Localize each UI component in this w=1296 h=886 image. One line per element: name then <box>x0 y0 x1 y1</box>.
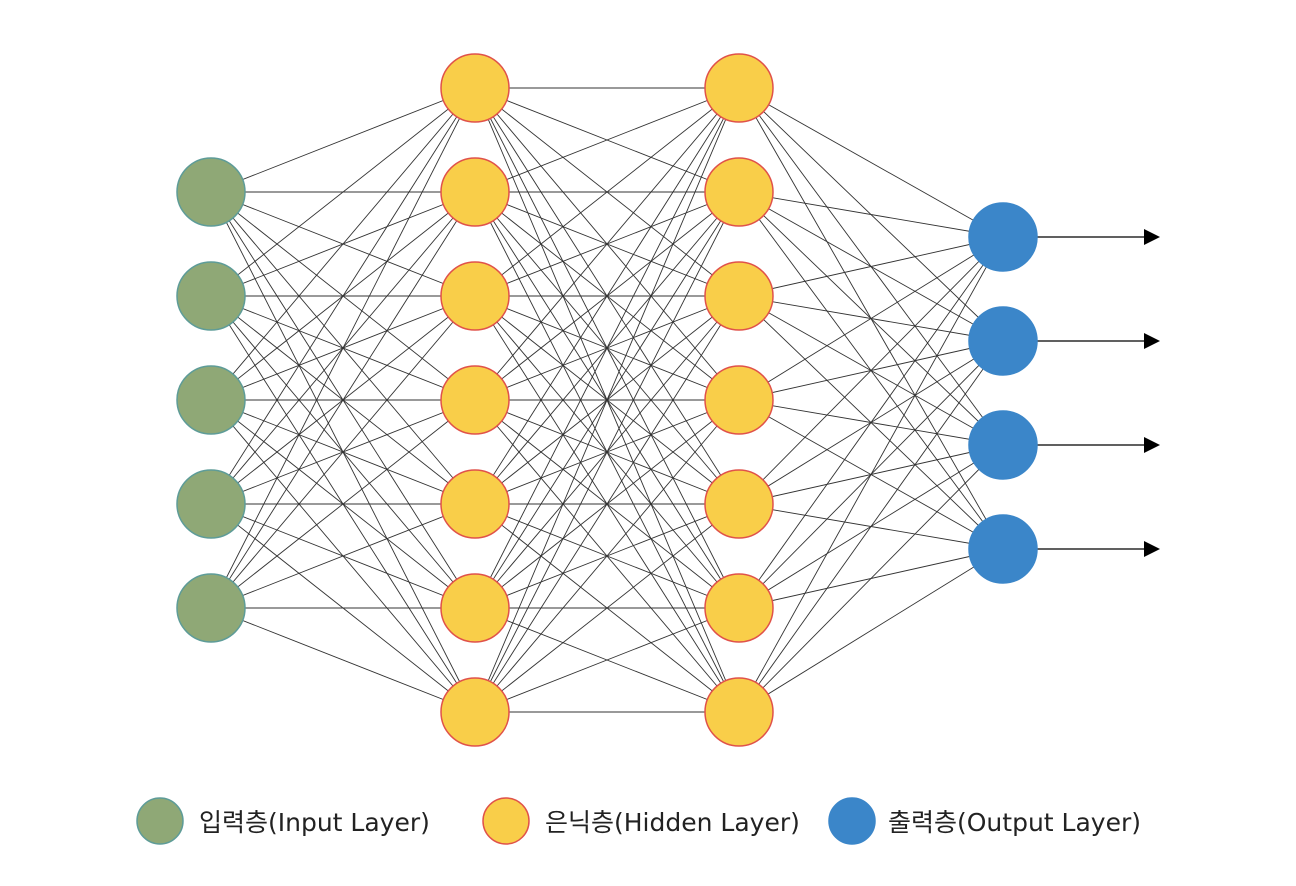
connection-line <box>474 607 740 713</box>
connection-line <box>474 191 740 713</box>
connection-line <box>474 295 740 713</box>
hidden1-node <box>440 53 510 123</box>
arrowhead-icon <box>1144 541 1160 557</box>
arrowhead-icon <box>1144 229 1160 245</box>
connection-line <box>210 87 476 401</box>
connection-line <box>210 191 476 609</box>
input-node <box>176 469 246 539</box>
connection-line <box>738 236 1004 713</box>
connection-line <box>474 503 740 713</box>
connection-line <box>738 236 1004 401</box>
hidden2-node <box>704 573 774 643</box>
connection-line <box>738 548 1004 713</box>
connections <box>210 87 1004 713</box>
output-node <box>968 410 1038 480</box>
connection-line <box>210 87 476 505</box>
connection-line <box>474 399 740 713</box>
hidden2-node <box>704 469 774 539</box>
legend-label-output: 출력층(Output Layer) <box>888 808 1141 837</box>
connection-line <box>474 87 740 193</box>
input-node <box>176 261 246 331</box>
connection-line <box>738 236 1004 505</box>
input-node <box>176 157 246 227</box>
connection-line <box>738 236 1004 609</box>
connection-line <box>210 87 476 193</box>
legend-swatch-output <box>828 797 876 845</box>
legend-item-hidden: 은닉층(Hidden Layer) <box>482 797 800 845</box>
connection-line <box>738 87 1004 238</box>
output-node <box>968 202 1038 272</box>
input-node <box>176 365 246 435</box>
connection-line <box>210 503 476 609</box>
legend-label-input: 입력층(Input Layer) <box>199 808 430 837</box>
connection-line <box>210 87 476 609</box>
input-node <box>176 573 246 643</box>
connection-line <box>738 236 1004 297</box>
connection-line <box>738 191 1004 238</box>
legend: 입력층(Input Layer) 은닉층(Hidden Layer) 출력층(O… <box>136 797 1141 845</box>
legend-item-output: 출력층(Output Layer) <box>828 797 1141 845</box>
output-node <box>968 306 1038 376</box>
connection-line <box>474 87 740 297</box>
connection-line <box>474 87 740 713</box>
hidden2-node <box>704 157 774 227</box>
connection-line <box>210 607 476 713</box>
connection-line <box>210 399 476 609</box>
hidden1-node <box>440 365 510 435</box>
hidden1-node <box>440 261 510 331</box>
hidden1-node <box>440 469 510 539</box>
connection-line <box>738 444 1004 713</box>
legend-swatch-input <box>136 797 184 845</box>
connection-line <box>474 87 740 609</box>
connection-line <box>474 87 740 505</box>
hidden2-node <box>704 53 774 123</box>
output-node <box>968 514 1038 584</box>
arrowhead-icon <box>1144 437 1160 453</box>
hidden2-node <box>704 261 774 331</box>
legend-swatch-hidden <box>482 797 530 845</box>
hidden1-node <box>440 157 510 227</box>
hidden1-node <box>440 573 510 643</box>
connection-line <box>210 87 476 297</box>
hidden2-node <box>704 677 774 747</box>
connection-line <box>474 87 740 401</box>
arrowhead-icon <box>1144 333 1160 349</box>
hidden2-node <box>704 365 774 435</box>
output-arrows <box>1037 229 1160 557</box>
nodes <box>176 53 1038 747</box>
connection-line <box>210 295 476 609</box>
legend-item-input: 입력층(Input Layer) <box>136 797 430 845</box>
hidden1-node <box>440 677 510 747</box>
connection-line <box>738 340 1004 713</box>
legend-label-hidden: 은닉층(Hidden Layer) <box>545 808 800 837</box>
